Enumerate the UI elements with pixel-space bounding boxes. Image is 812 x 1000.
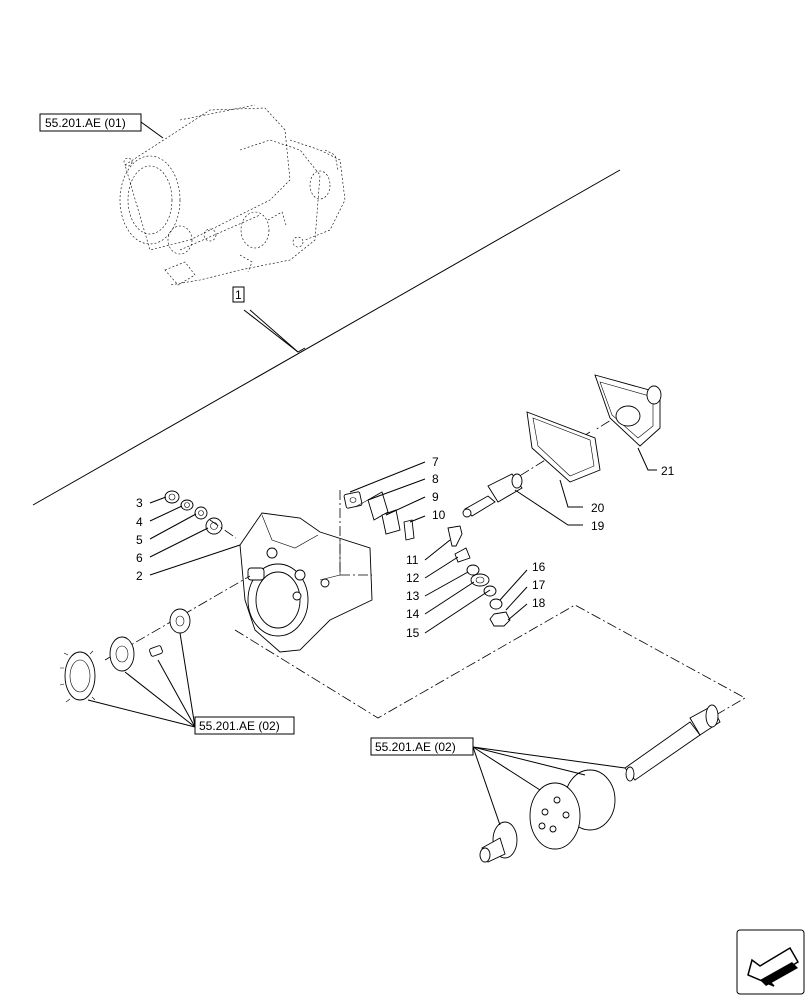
part-label-17: 17 bbox=[532, 578, 546, 592]
part-label-7: 7 bbox=[432, 455, 439, 469]
clutch-gear-left bbox=[109, 608, 191, 672]
washer-5 bbox=[194, 506, 208, 520]
reference-box-left[interactable]: 55.201.AE (02) bbox=[194, 716, 295, 735]
plunger-19 bbox=[462, 473, 523, 518]
reference-box-top[interactable]: 55.201.AE (01) bbox=[39, 113, 142, 132]
reference-label-top: 55.201.AE (01) bbox=[45, 116, 126, 130]
part-label-8: 8 bbox=[432, 472, 439, 486]
leader-lines bbox=[149, 447, 657, 634]
part-label-4: 4 bbox=[136, 515, 143, 529]
gear-housing bbox=[239, 512, 373, 653]
part-label-12: 12 bbox=[406, 571, 420, 585]
part-label-20: 20 bbox=[591, 501, 605, 515]
part-label-18: 18 bbox=[532, 596, 546, 610]
nut-3 bbox=[164, 490, 180, 504]
callout-1-box[interactable]: 1 bbox=[232, 286, 245, 303]
part-label-3: 3 bbox=[136, 496, 143, 510]
overrunning-clutch bbox=[529, 782, 581, 850]
section-divider-line bbox=[32, 169, 621, 506]
bolt-10 bbox=[403, 519, 415, 541]
output-shaft-assembly bbox=[479, 704, 721, 863]
reference-label-bottom: 55.201.AE (02) bbox=[375, 740, 456, 754]
part-label-21: 21 bbox=[661, 464, 675, 478]
washer-14 bbox=[470, 573, 490, 587]
part-label-2: 2 bbox=[136, 569, 143, 583]
small-parts-left bbox=[164, 490, 223, 535]
part-number-labels: 3 4 5 6 2 7 8 9 10 11 12 13 14 15 16 17 … bbox=[136, 455, 675, 640]
part-label-16: 16 bbox=[532, 560, 546, 574]
reference-box-bottom[interactable]: 55.201.AE (02) bbox=[370, 737, 474, 756]
part-label-11: 11 bbox=[406, 553, 419, 567]
reference-label-left: 55.201.AE (02) bbox=[199, 719, 280, 733]
callout-1-label: 1 bbox=[235, 288, 242, 302]
part-label-15: 15 bbox=[406, 626, 420, 640]
bracket-8 bbox=[367, 491, 389, 521]
washer-17 bbox=[489, 598, 503, 610]
part-label-19: 19 bbox=[591, 519, 605, 533]
part-label-10: 10 bbox=[432, 508, 446, 522]
part-label-6: 6 bbox=[136, 551, 143, 565]
nut-18 bbox=[489, 611, 511, 627]
part-label-9: 9 bbox=[432, 490, 439, 504]
terminal-parts bbox=[343, 491, 415, 541]
washer-4 bbox=[180, 499, 194, 511]
bushing-6 bbox=[205, 517, 223, 535]
part-label-5: 5 bbox=[136, 533, 143, 547]
starter-motor-assembly bbox=[119, 104, 346, 286]
nut-13 bbox=[466, 564, 480, 576]
pinion-gear-left bbox=[59, 650, 96, 703]
part-label-14: 14 bbox=[406, 607, 420, 621]
stud-fittings bbox=[447, 525, 511, 627]
screw-11 bbox=[447, 525, 463, 547]
gasket-20 bbox=[526, 411, 601, 483]
cover-21 bbox=[594, 374, 662, 447]
connector-12 bbox=[454, 547, 471, 563]
plate-7 bbox=[343, 491, 363, 509]
next-page-arrow-icon[interactable] bbox=[736, 929, 805, 995]
clip-9 bbox=[381, 509, 401, 535]
washer-16 bbox=[483, 585, 497, 597]
part-label-13: 13 bbox=[406, 589, 420, 603]
